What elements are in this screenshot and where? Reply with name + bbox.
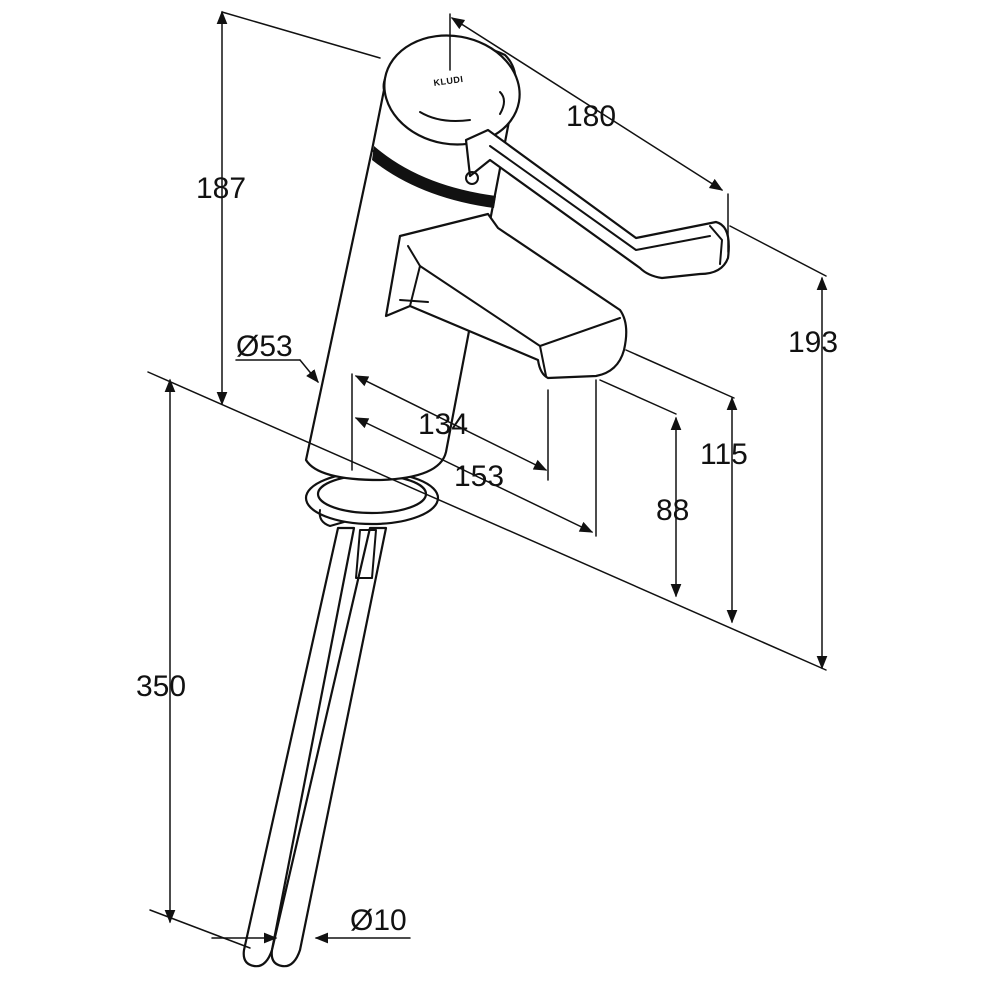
dim-spout-height: 193 <box>788 326 838 359</box>
supply-hoses <box>242 526 388 968</box>
dim-clearance-high: 115 <box>700 438 748 471</box>
dim-spout-reach-inner: 134 <box>418 408 468 441</box>
dim-clearance-low: 88 <box>656 494 689 527</box>
dimension-lines <box>147 10 828 949</box>
dimension-labels: 187 180 193 Ø53 134 153 115 88 350 Ø10 <box>136 100 838 937</box>
dim-height-total: 187 <box>196 172 246 205</box>
dim-lever-length: 180 <box>566 100 616 133</box>
dim-spout-reach-outer: 153 <box>454 460 504 493</box>
dim-body-diameter: Ø53 <box>236 330 293 363</box>
spout <box>384 212 628 380</box>
dim-hose-diameter: Ø10 <box>350 904 407 937</box>
dim-hose-length: 350 <box>136 670 186 703</box>
